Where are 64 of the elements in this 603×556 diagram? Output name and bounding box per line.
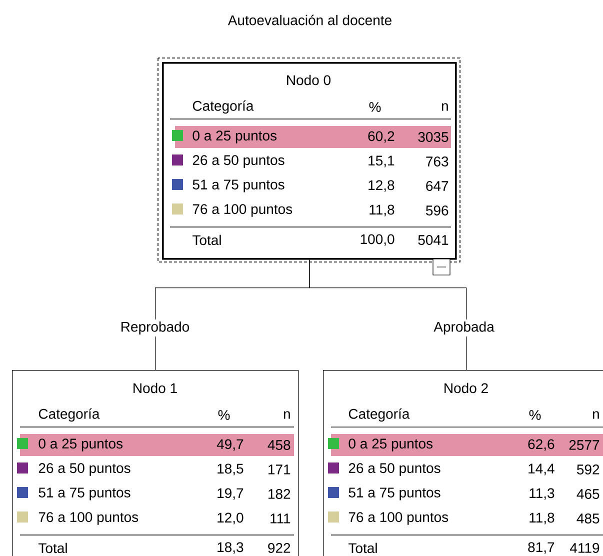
percent-value: 18,3 [218,542,244,554]
category-label: 51 a 75 puntos [38,488,130,500]
column-header: n [284,411,290,419]
percent-value: 49,7 [216,439,244,451]
edge-label: Reprobado [122,321,190,335]
tree-node-box [158,58,460,262]
tree-node-box [323,370,603,556]
total-label: Total [192,234,221,246]
count-value: 4119 [570,543,600,553]
chart-title: Autoevaluación al docente [228,14,392,26]
category-label: 76 a 100 puntos [348,512,448,525]
percent-value: 18,5 [218,464,244,476]
percent-value: 15,1 [368,156,394,168]
percent-value: 81,7 [528,542,554,554]
category-label: 76 a 100 puntos [38,512,138,525]
percent-value: 11,8 [370,204,394,216]
node-title: Nodo 0 [287,74,331,86]
category-label: 51 a 75 puntos [348,488,440,500]
total-label: Total [348,542,377,554]
count-value: 647 [426,181,448,191]
category-label: 26 a 50 puntos [192,155,284,168]
count-value: 458 [268,440,290,450]
count-value: 171 [268,464,290,474]
category-label: 0 a 25 puntos [192,130,277,144]
column-header: Categoría [348,408,410,422]
count-value: 763 [426,156,448,166]
column-header: % [369,102,381,112]
category-label: 76 a 100 puntos [192,204,292,217]
percent-value: 62,6 [528,439,554,451]
column-header: % [529,410,541,420]
count-value: 592 [577,464,600,474]
category-label: 0 a 25 puntos [348,438,433,452]
count-value: 5041 [418,235,448,245]
branch-line [309,260,467,370]
edge-label: Aprobada [434,321,494,335]
percent-value: 19,7 [218,488,244,500]
node-title: Nodo 2 [444,382,488,394]
percent-value: 12,8 [368,180,394,192]
category-label: 26 a 50 puntos [348,463,440,476]
percent-value: 11,3 [530,488,554,500]
category-label: 26 a 50 puntos [38,463,130,476]
category-label: 0 a 25 puntos [38,438,123,452]
column-header: n [592,411,599,419]
total-label: Total [38,542,67,554]
count-value: 922 [268,543,290,553]
count-value: 111 [270,514,290,524]
count-value: 3035 [418,132,448,142]
percent-value: 14,4 [528,464,554,476]
count-value: 2577 [569,440,600,450]
percent-value: 60,2 [368,131,394,143]
count-value: 465 [576,489,600,499]
column-header: Categoría [192,100,254,114]
percent-value: 100,0 [360,234,394,246]
count-value: 182 [268,489,290,499]
percent-value: 12,0 [218,512,244,524]
column-header: Categoría [38,408,100,422]
column-header: n [442,103,448,111]
column-header: % [218,410,230,420]
tree-node-box [12,370,299,556]
count-value: 485 [576,514,600,524]
category-label: 51 a 75 puntos [192,180,284,192]
count-value: 596 [426,206,448,216]
node-title: Nodo 1 [134,382,177,394]
percent-value: 11,8 [530,512,554,524]
